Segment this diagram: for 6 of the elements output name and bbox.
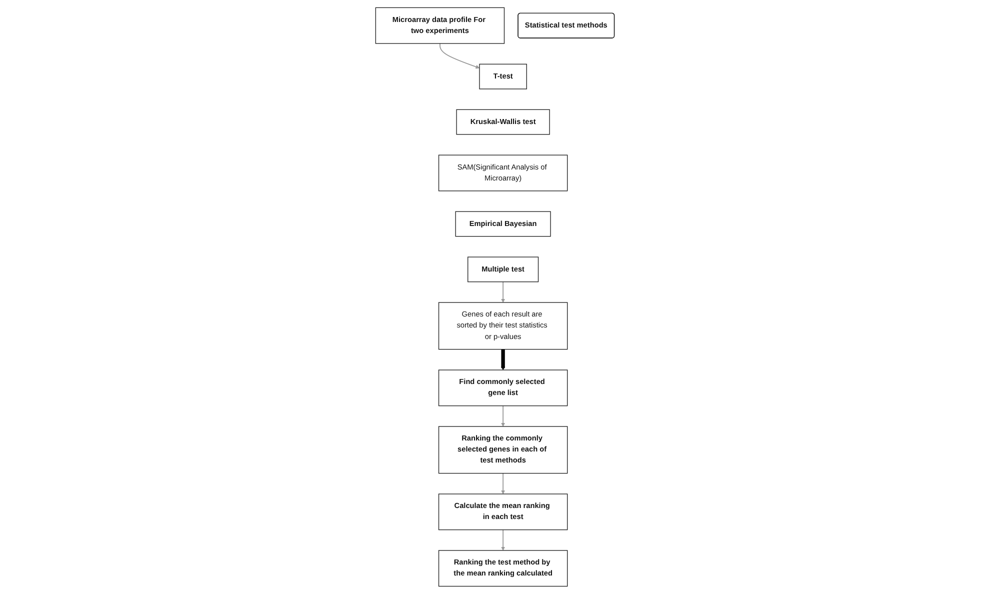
arrow <box>501 472 506 494</box>
arrow <box>501 349 506 370</box>
arrow <box>501 529 506 551</box>
arrow <box>501 405 506 427</box>
arrow <box>440 43 480 69</box>
arrow <box>501 281 506 303</box>
